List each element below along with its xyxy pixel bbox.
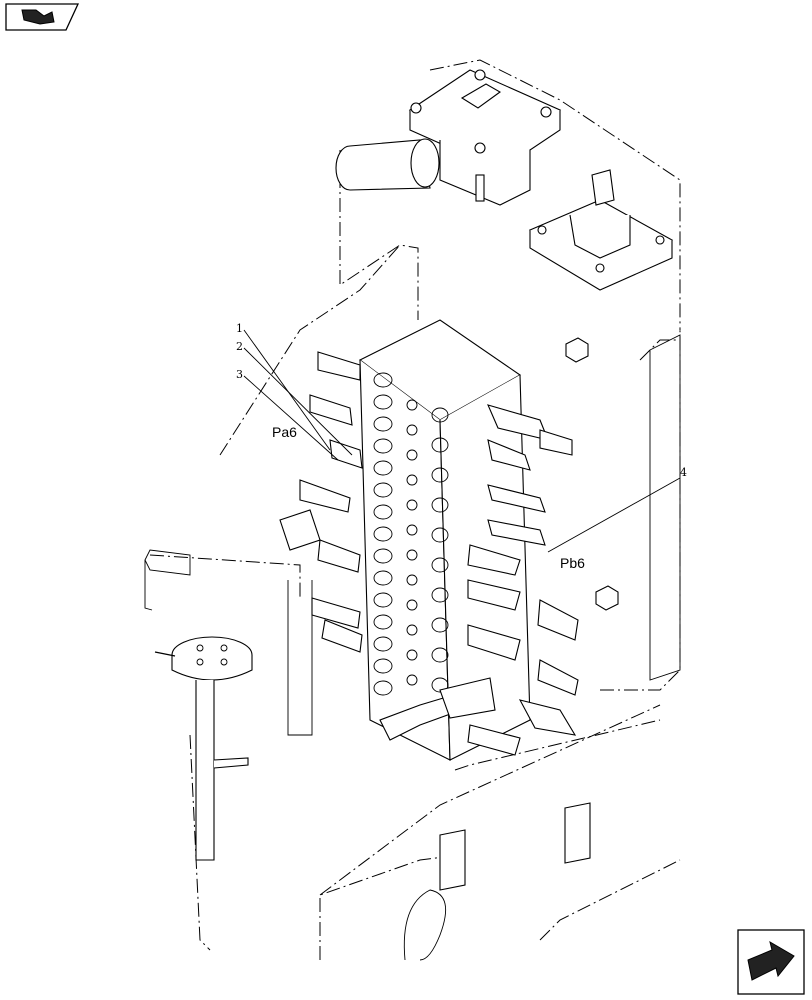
callout-3: 3 — [236, 368, 243, 381]
side-panel — [649, 334, 681, 681]
port-label-pb6: Pb6 — [560, 555, 585, 571]
leader-lines — [243, 329, 681, 553]
nut-parts — [565, 337, 619, 611]
mounting-brackets — [403, 802, 591, 961]
pump-cylinder — [335, 138, 440, 191]
left-fittings — [279, 351, 496, 741]
callout-1: 1 — [236, 322, 243, 335]
callout-4: 4 — [680, 466, 687, 479]
pilot-valve-top — [408, 69, 562, 206]
solenoid-flange-right — [528, 169, 674, 291]
pedestal-post — [144, 549, 313, 861]
callout-2: 2 — [236, 340, 243, 353]
next-page-arrow-icon[interactable] — [737, 929, 805, 995]
right-fittings — [467, 404, 579, 756]
view-direction-icon[interactable] — [5, 3, 80, 31]
port-label-pa6: Pa6 — [272, 424, 297, 440]
